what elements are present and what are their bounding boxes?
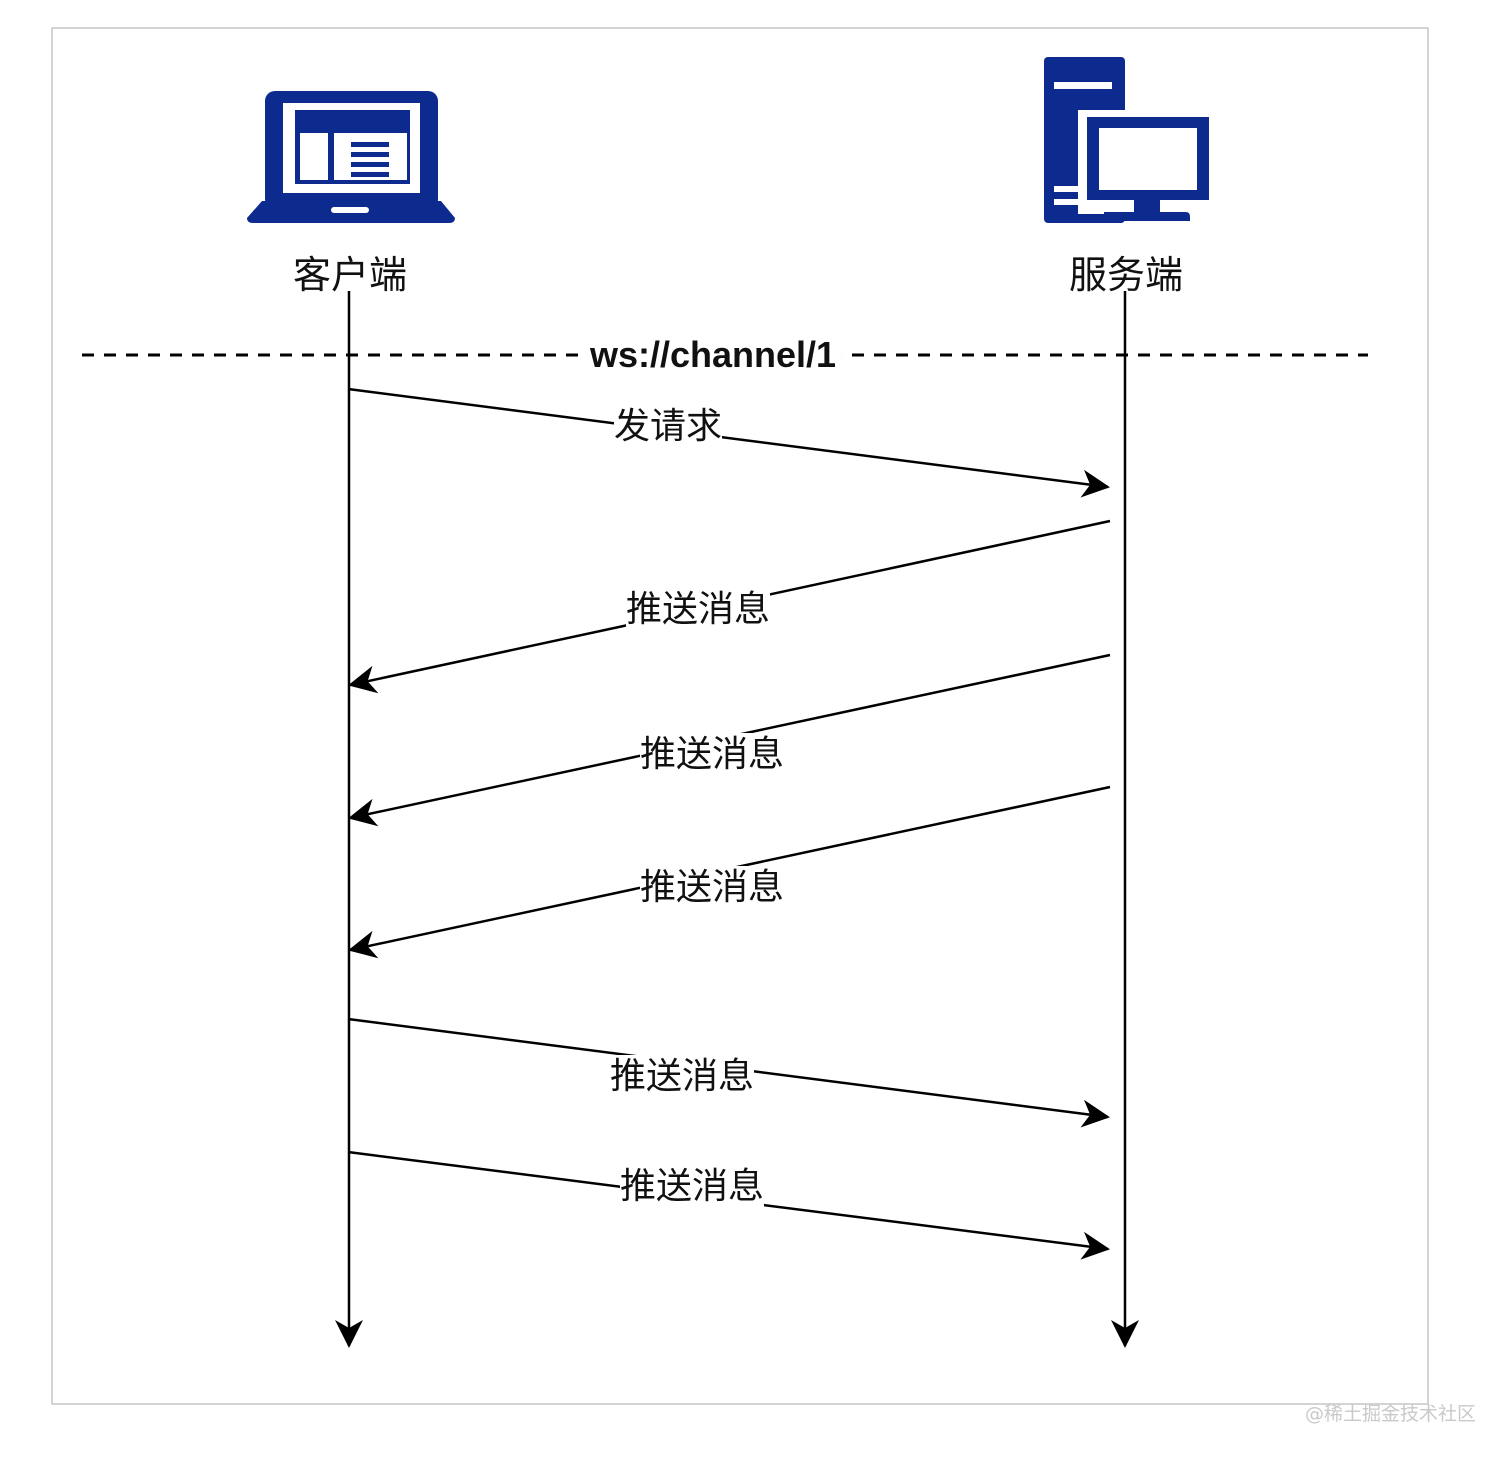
message-label-push-5: 推送消息	[619, 1165, 765, 1209]
laptop-icon	[247, 91, 455, 223]
message-label-request: 发请求	[613, 405, 723, 449]
message-label-push-4: 推送消息	[609, 1055, 755, 1099]
message-arrow-request	[347, 387, 1110, 498]
channel-label: ws://channel/1	[583, 334, 843, 376]
watermark: @稀土掘金技术社区	[1304, 1403, 1476, 1425]
message-label-push-2: 推送消息	[639, 733, 785, 777]
message-label-push-1: 推送消息	[625, 588, 771, 632]
message-label-push-3: 推送消息	[639, 866, 785, 910]
diagram-frame	[51, 27, 1429, 1405]
server-computer-icon	[1044, 57, 1214, 223]
client-label: 客户端	[292, 253, 408, 297]
server-label: 服务端	[1068, 253, 1184, 297]
